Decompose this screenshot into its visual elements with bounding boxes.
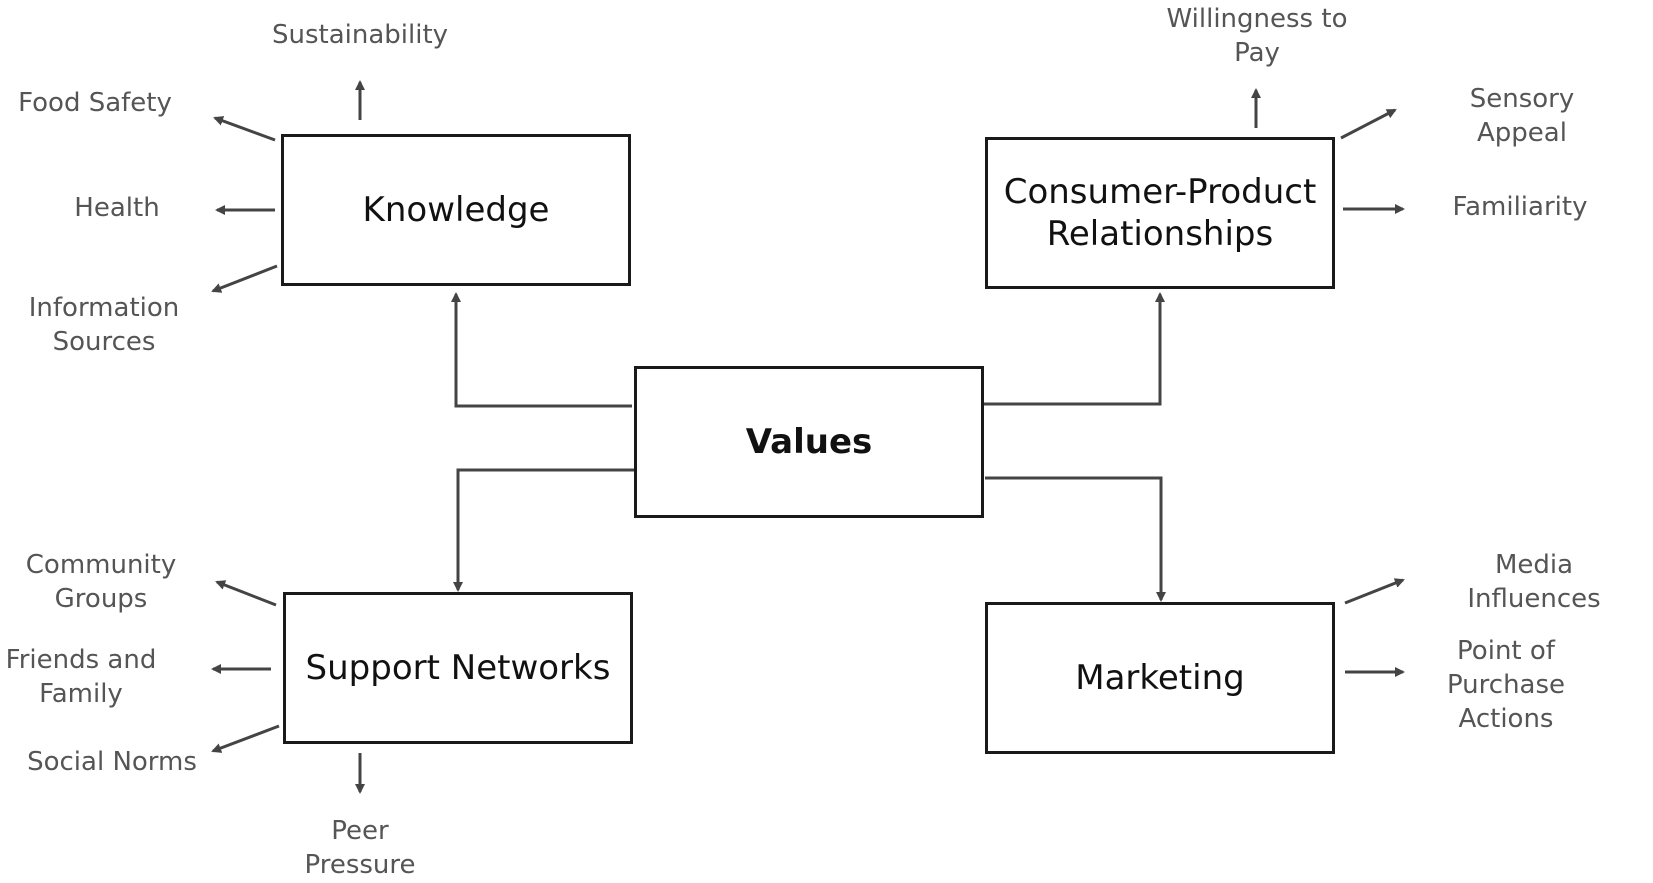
factor-social-norms: Social Norms [27, 747, 197, 777]
values-box: Values [634, 366, 984, 518]
factor-sensory-appeal: Sensory Appeal [1469, 84, 1575, 148]
arrow-values-to-marketing [985, 476, 1166, 602]
arrow-values-to-support-networks [453, 468, 634, 592]
arrow-values-to-consumer-product [983, 292, 1165, 406]
factor-willingness-to-pay: Willingness to Pay [1166, 4, 1348, 68]
marketing-box: Marketing [985, 602, 1335, 754]
values-box-label: Values [745, 422, 873, 462]
factor-information-sources: Information Sources [28, 293, 180, 357]
factor-peer-pressure: Peer Pressure [304, 816, 416, 880]
knowledge-box-label: Knowledge [362, 190, 550, 230]
arrow-sn-social-norms [211, 724, 280, 753]
factor-familiarity: Familiarity [1452, 192, 1588, 222]
factor-community-groups: Community Groups [25, 550, 177, 614]
factor-friends-and-family: Friends and Family [5, 645, 157, 709]
factor-point-of-purchase-actions: Point of Purchase Actions [1446, 636, 1566, 734]
factor-sustainability: Sustainability [271, 20, 449, 50]
arrow-marketing-media-influences [1344, 578, 1405, 605]
factor-food-safety: Food Safety [18, 88, 172, 118]
arrow-sn-community-groups [215, 580, 277, 607]
factor-media-influences: Media Influences [1467, 550, 1601, 614]
arrow-cpr-sensory-appeal [1340, 108, 1397, 140]
marketing-box-label: Marketing [1075, 658, 1245, 698]
support-networks-box: Support Networks [283, 592, 633, 744]
arrow-knowledge-food-safety [213, 116, 276, 142]
arrow-knowledge-information-sources [211, 264, 278, 293]
knowledge-box: Knowledge [281, 134, 631, 286]
arrow-values-to-knowledge [451, 292, 632, 408]
factor-health: Health [74, 193, 160, 223]
consumer-product-box-label: Consumer-Product Relationships [1003, 172, 1317, 254]
consumer-product-box: Consumer-Product Relationships [985, 137, 1335, 289]
support-networks-box-label: Support Networks [305, 648, 611, 688]
